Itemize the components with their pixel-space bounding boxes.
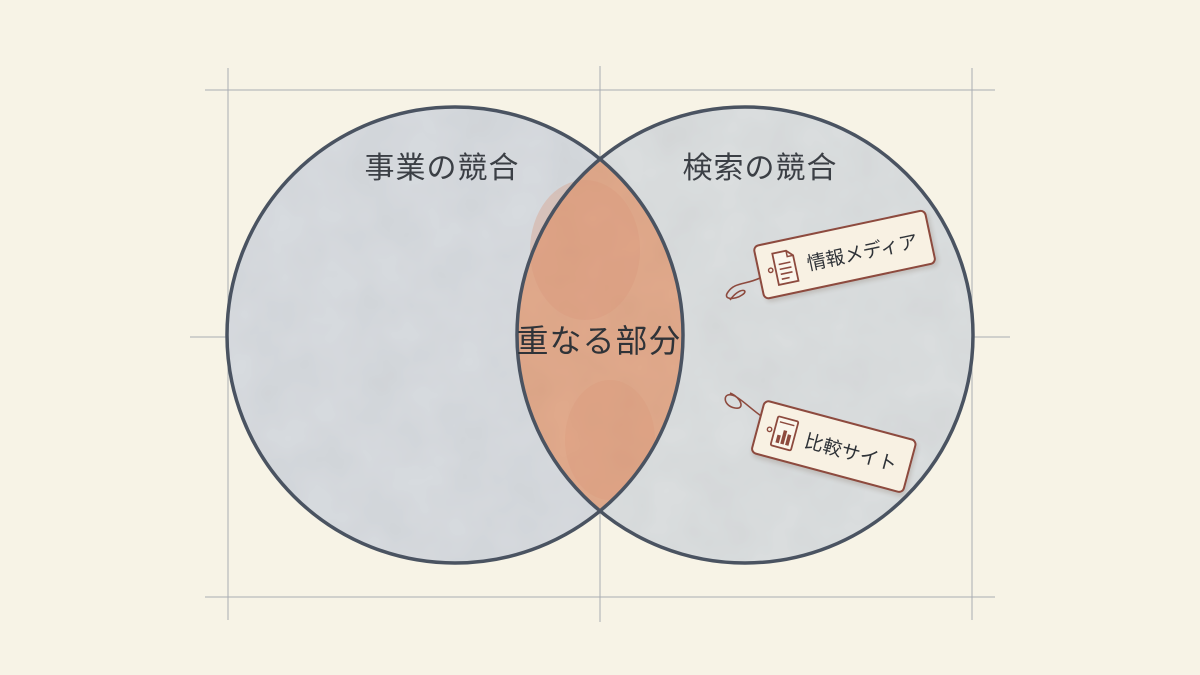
left-set-label: 事業の競合 — [364, 151, 520, 186]
chart-document-icon — [766, 415, 800, 452]
tag-info-media-label: 情報メディア — [804, 229, 920, 275]
tag-comparison-site-label: 比較サイト — [802, 429, 900, 476]
overlap-label: 重なる部分 — [516, 322, 682, 360]
tag-info-media: 情報メディア — [752, 208, 937, 301]
overlap-region — [517, 107, 683, 563]
tag-string-compare — [724, 392, 765, 419]
tag-comparison-site: 比較サイト — [749, 398, 918, 495]
right-circle-outline — [515, 105, 975, 565]
tag-string-media — [725, 277, 761, 301]
document-icon — [767, 249, 800, 286]
left-circle-outline — [225, 105, 685, 565]
right-set-label: 検索の競合 — [682, 151, 838, 186]
